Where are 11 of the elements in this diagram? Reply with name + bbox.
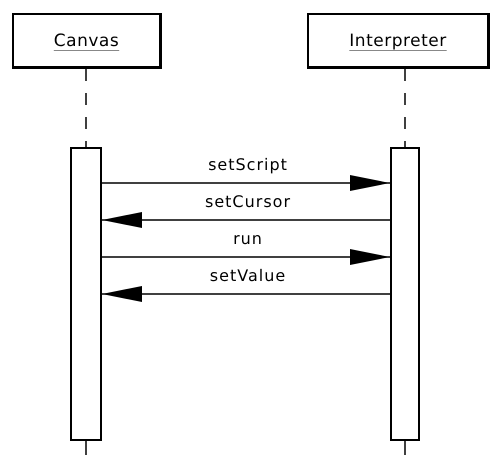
activation-bar (70, 147, 102, 441)
message-arrow (102, 286, 390, 302)
message-arrow (102, 175, 390, 191)
lifeline-header-box (12, 13, 162, 69)
message-arrow (102, 212, 390, 228)
participant-name: Interpreter (349, 30, 447, 50)
participant-name: Canvas (54, 30, 120, 50)
activation-bar (390, 147, 420, 441)
message-label: setScript (206, 156, 290, 174)
message-arrow (102, 249, 390, 265)
lifeline-header-box (307, 13, 490, 69)
